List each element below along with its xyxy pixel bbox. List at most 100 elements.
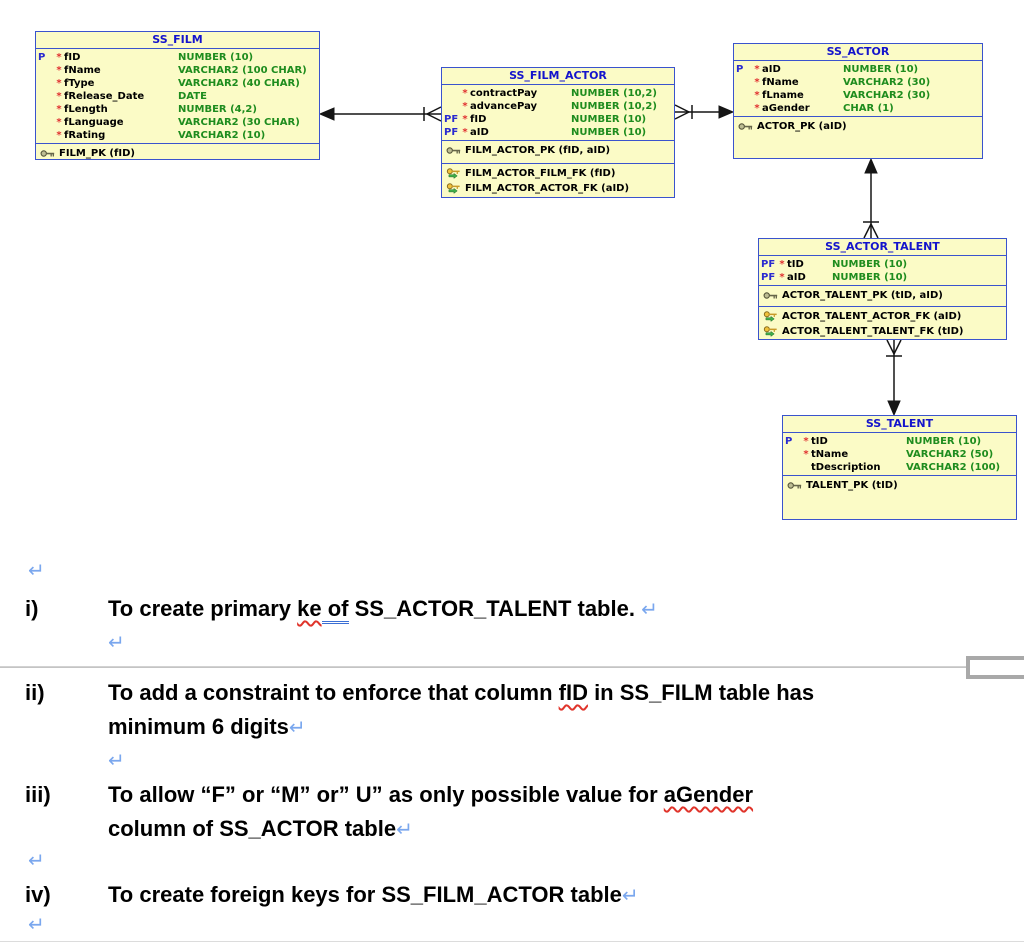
column-name: fLanguage [64, 117, 124, 128]
primary-key-label: ACTOR_TALENT_PK (tID, aID) [782, 290, 943, 301]
column-type: VARCHAR2 (30) [843, 90, 931, 101]
mandatory-mark: * [462, 114, 468, 125]
line-break-mark: ↵ [641, 599, 658, 621]
column-name: tDescription [811, 462, 881, 473]
primary-key-row: ACTOR_TALENT_PK (tID, aID) [759, 288, 1006, 303]
mandatory-mark: * [754, 64, 760, 75]
question-label: iv) [25, 882, 51, 907]
text-spelling-marked: fID [558, 680, 588, 705]
primary-key-row: FILM_PK (fID) [36, 146, 319, 161]
page-bottom-rule [0, 941, 1024, 942]
primary-key-label: FILM_PK (fID) [59, 148, 135, 159]
foreign-key-row: FILM_ACTOR_FILM_FK (fID) [442, 166, 674, 181]
question-label: i) [25, 596, 39, 621]
column-name: fID [470, 114, 487, 125]
column-type: CHAR (1) [843, 103, 894, 114]
question-label: ii) [25, 680, 45, 705]
column-type: NUMBER (4,2) [178, 104, 257, 115]
entity-title: SS_ACTOR [734, 44, 982, 61]
primary-key-label: ACTOR_PK (aID) [757, 121, 847, 132]
column-name: aGender [762, 103, 810, 114]
text-run: To add a constraint to enforce that colu… [108, 680, 559, 705]
mandatory-mark: * [462, 101, 468, 112]
entity-title: SS_FILM [36, 32, 319, 49]
paragraph-mark: ↵ [28, 848, 45, 872]
column-name: contractPay [470, 88, 538, 99]
mandatory-mark: * [779, 259, 785, 270]
text-run: minimum 6 digits [108, 714, 289, 739]
key-flag [36, 64, 54, 77]
pk-key-icon [787, 481, 802, 490]
primary-key-row: TALENT_PK (tID) [783, 478, 1016, 493]
primary-key-compartment: ACTOR_PK (aID) [734, 116, 982, 158]
key-flag: P [785, 436, 793, 447]
divider-handle[interactable] [966, 656, 1024, 679]
pk-key-icon [40, 149, 55, 158]
column-name: fName [762, 77, 799, 88]
paragraph-mark: ↵ [28, 558, 45, 582]
mandatory-mark: * [462, 127, 468, 138]
text-grammar-marked: of [321, 596, 349, 624]
column-name: fLength [64, 104, 108, 115]
mandatory-mark: * [56, 91, 62, 102]
column-type: NUMBER (10) [571, 127, 647, 138]
paragraph-mark: ↵ [108, 748, 125, 772]
relationship-filmactor-film [318, 106, 442, 122]
mandatory-mark: * [56, 52, 62, 63]
column-name: tID [811, 436, 828, 447]
mandatory-mark: * [462, 88, 468, 99]
column-type: VARCHAR2 (30) [843, 77, 931, 88]
page-section-divider [0, 666, 1024, 668]
key-flag: PF [761, 272, 776, 283]
column-type: VARCHAR2 (100 CHAR) [178, 65, 307, 76]
text-run: To allow “F” or “M” or” U” as only possi… [108, 782, 664, 807]
key-flag: P [736, 64, 744, 75]
column-type: NUMBER (10) [906, 436, 982, 447]
column-type: NUMBER (10,2) [571, 101, 657, 112]
question-ii: ii) To add a constraint to enforce that … [25, 676, 1005, 745]
question-i: i) To create primary ke of SS_ACTOR_TALE… [25, 592, 1005, 627]
column-type: VARCHAR2 (40 CHAR) [178, 78, 300, 89]
paragraph-mark: ↵ [108, 630, 125, 654]
column-type: VARCHAR2 (30 CHAR) [178, 117, 300, 128]
primary-key-compartment: ACTOR_TALENT_PK (tID, aID) [759, 285, 1006, 304]
column-name: fType [64, 78, 95, 89]
question-body: To add a constraint to enforce that colu… [108, 676, 1005, 745]
column-type: NUMBER (10) [571, 114, 647, 125]
foreign-key-label: ACTOR_TALENT_TALENT_FK (tID) [782, 326, 964, 337]
column-type: NUMBER (10) [832, 259, 908, 270]
mandatory-mark [801, 461, 811, 474]
key-flag: PF [761, 259, 776, 270]
foreign-key-row: ACTOR_TALENT_TALENT_FK (tID) [759, 324, 1006, 339]
fk-key-icon [763, 311, 778, 322]
pk-key-icon [763, 291, 778, 300]
foreign-key-row: FILM_ACTOR_ACTOR_FK (aID) [442, 181, 674, 196]
foreign-key-row: ACTOR_TALENT_ACTOR_FK (aID) [759, 309, 1006, 324]
question-body: To allow “F” or “M” or” U” as only possi… [108, 778, 1005, 847]
mandatory-mark: * [803, 449, 809, 460]
column-name: fLname [762, 90, 804, 101]
column-name: aID [470, 127, 489, 138]
column-name: fName [64, 65, 101, 76]
key-flag [36, 103, 54, 116]
question-body: To create foreign keys for SS_FILM_ACTOR… [108, 878, 1005, 913]
key-flag: PF [444, 114, 459, 125]
key-flag [783, 448, 801, 461]
